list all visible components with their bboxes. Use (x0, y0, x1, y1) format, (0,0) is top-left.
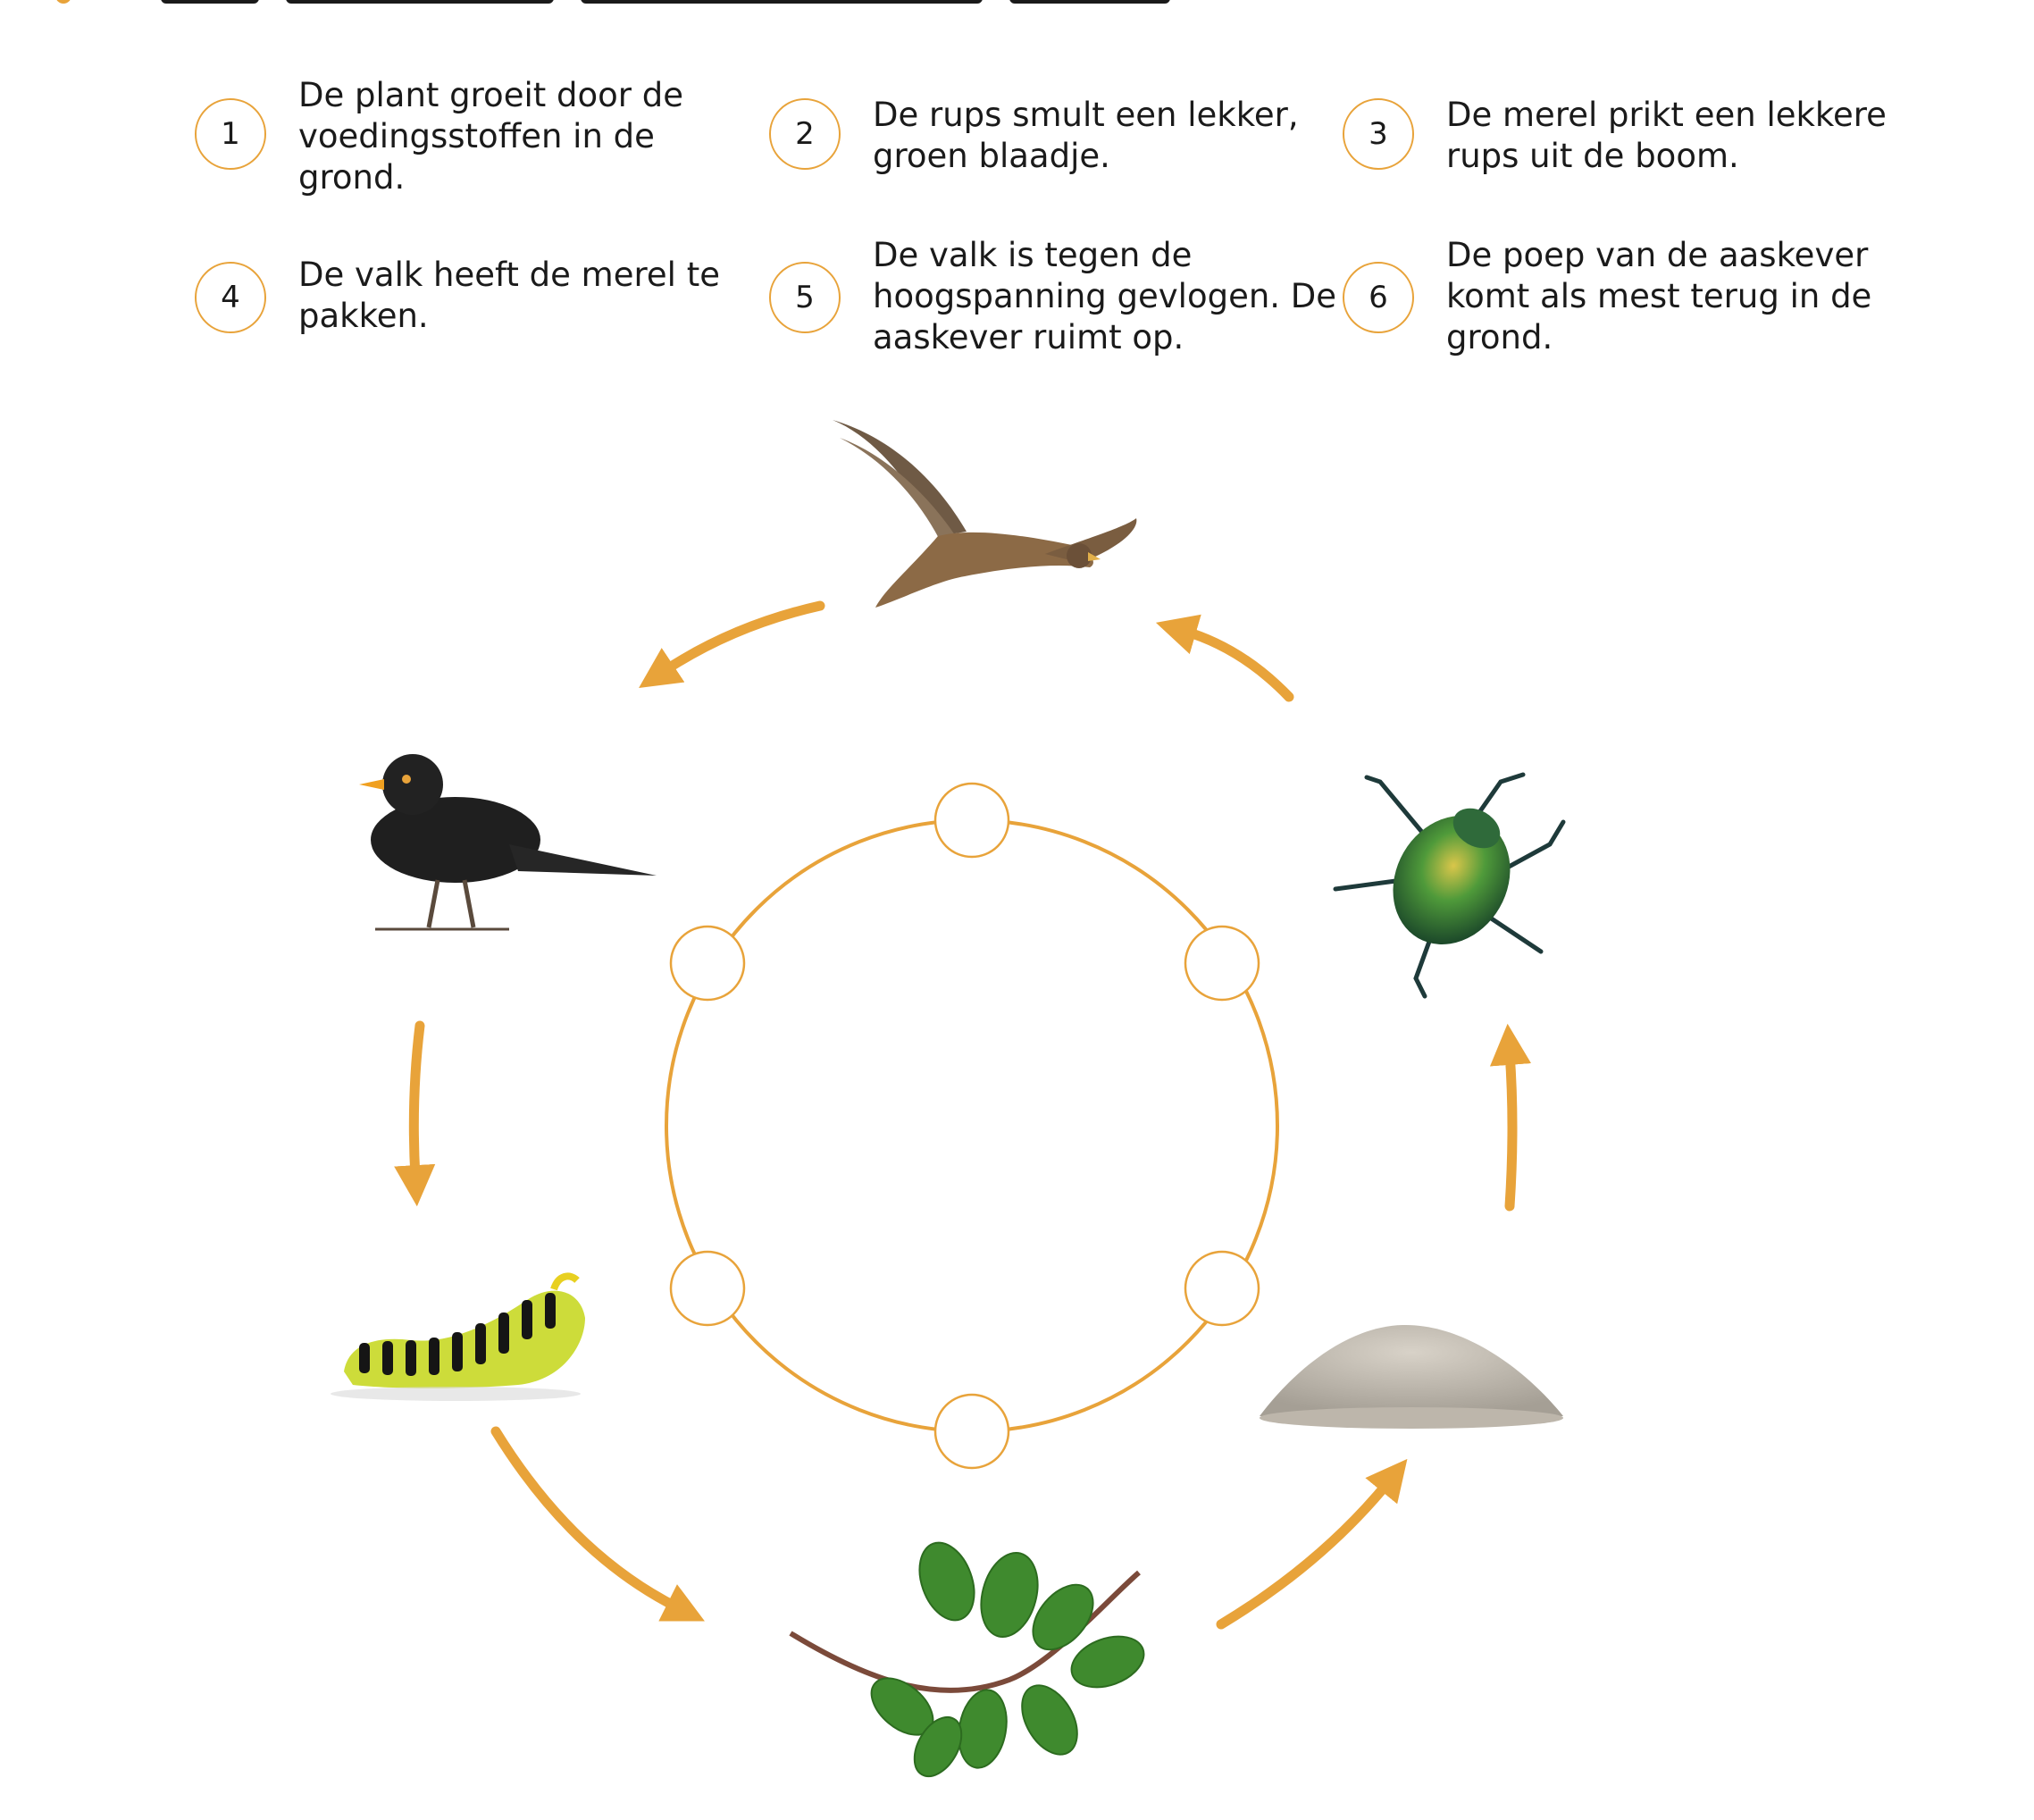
plant-branch-illustration (791, 1535, 1151, 1784)
falcon-illustration (833, 420, 1136, 608)
scarab-beetle-illustration (1335, 775, 1563, 996)
cycle-arrow (496, 1431, 679, 1608)
cycle-arrow (1221, 1481, 1389, 1624)
cycle-arrow (414, 1026, 420, 1178)
cycle-arrow (663, 606, 820, 672)
answer-slot[interactable] (671, 927, 744, 1000)
inner-cycle-ring (666, 820, 1277, 1431)
caterpillar-illustration (331, 1276, 585, 1401)
answer-slot[interactable] (1185, 1252, 1259, 1325)
fertilizer-pile-illustration (1260, 1325, 1563, 1429)
blackbird-illustration (359, 754, 657, 929)
cycle-arrow (1510, 1053, 1512, 1206)
cycle-arrow (1184, 631, 1289, 697)
answer-slot[interactable] (935, 784, 1009, 857)
answer-slot[interactable] (1185, 927, 1259, 1000)
answer-slot[interactable] (935, 1395, 1009, 1468)
answer-slot[interactable] (671, 1252, 744, 1325)
